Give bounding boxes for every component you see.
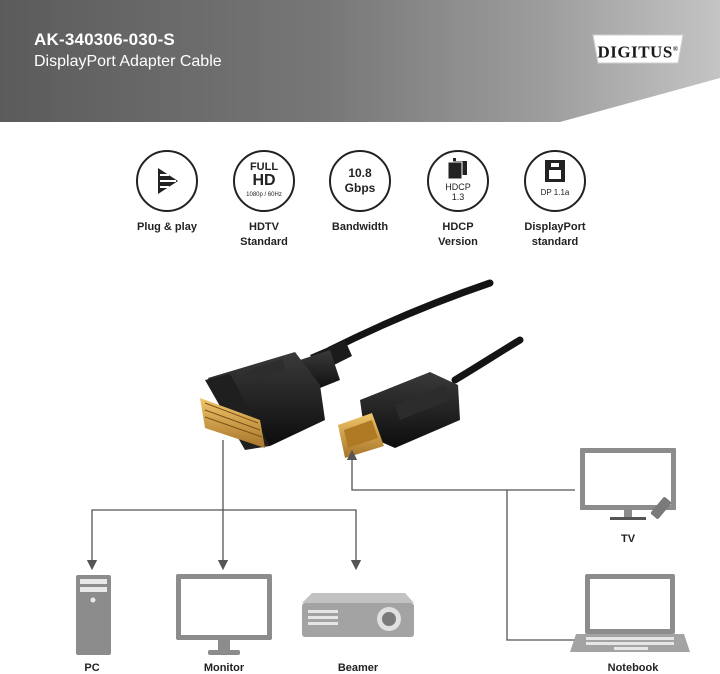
full-hd-text-resolution: 1080p / 60Hz — [246, 192, 282, 198]
beamer-icon — [302, 593, 414, 637]
logo-wordmark: DIGITUS — [597, 42, 673, 62]
hdcp-text: HDCP — [445, 182, 471, 192]
feature-label-line1: HDCP — [442, 221, 474, 233]
displayport-connector-glyph — [545, 160, 565, 182]
line-to-dp-connector — [346, 449, 507, 491]
bandwidth-icon: 10.8 Gbps — [329, 150, 391, 212]
tv-label: TV — [620, 533, 636, 545]
logo-badge-shape — [592, 34, 684, 64]
notebook-icon — [570, 574, 690, 652]
feature-label: Plug & play — [112, 220, 222, 235]
pc-tower-icon — [76, 575, 111, 655]
line-to-beamer — [223, 509, 362, 571]
feature-label-line1: Plug & play — [137, 221, 197, 233]
dvi-connector — [200, 340, 352, 450]
hdcp-version-text: 1.3 — [451, 192, 465, 202]
feature-label-line2: Version — [438, 236, 478, 248]
feature-plug-and-play: Plug & play — [112, 150, 222, 235]
pc-label: PC — [84, 662, 100, 674]
dvi-cable — [326, 279, 494, 354]
bandwidth-value: 10.8 — [348, 166, 372, 180]
feature-label-line1: Bandwidth — [331, 221, 389, 233]
feature-label: Bandwidth — [305, 220, 415, 235]
full-hd-text-full: FULL — [249, 161, 279, 173]
monitor-icon — [176, 574, 272, 655]
header-diagonal-cut — [560, 78, 720, 122]
play-icon-glyph — [158, 168, 178, 194]
notebook-label: Notebook — [607, 662, 659, 674]
feature-hdcp-version: HDCP 1.3 HDCP Version — [403, 150, 513, 250]
bandwidth-unit: Gbps — [344, 181, 376, 195]
feature-label-line1: DisplayPort — [524, 221, 586, 233]
dp-cable — [451, 336, 524, 384]
feature-label-line1: HDTV — [249, 221, 279, 233]
feature-label: HDCP Version — [403, 220, 513, 250]
displayport-icon: DP 1.1a — [524, 150, 586, 212]
feature-label-line2: standard — [531, 236, 579, 248]
digitus-logo: DIGITUS® — [591, 34, 685, 64]
feature-hdtv-standard: FULL HD 1080p / 60Hz HDTV Standard — [209, 150, 319, 250]
dp-version-text: DP 1.1a — [540, 188, 570, 197]
hdcp-icon: HDCP 1.3 — [427, 150, 489, 212]
tv-icon — [580, 448, 676, 520]
hdcp-document-glyph — [447, 156, 467, 180]
displayport-connector — [338, 372, 460, 458]
full-hd-icon: FULL HD 1080p / 60Hz — [233, 150, 295, 212]
product-title: DisplayPort Adapter Cable — [34, 53, 222, 70]
feature-label: HDTV Standard — [209, 220, 319, 250]
logo-text: DIGITUS® — [591, 34, 685, 64]
feature-label-line2: Standard — [240, 236, 288, 248]
logo-registered-mark: ® — [672, 45, 679, 53]
beamer-label: Beamer — [337, 662, 379, 674]
full-hd-text-hd: HD — [252, 172, 276, 189]
product-sku: AK-340306-030-S — [34, 30, 175, 49]
header-banner: AK-340306-030-S DisplayPort Adapter Cabl… — [0, 0, 720, 122]
monitor-label: Monitor — [203, 662, 245, 674]
feature-bandwidth: 10.8 Gbps Bandwidth — [305, 150, 415, 235]
line-from-devices — [506, 489, 575, 641]
feature-label: DisplayPort standard — [500, 220, 610, 250]
play-icon — [136, 150, 198, 212]
line-to-pc — [86, 509, 223, 571]
feature-displayport-standard: DP 1.1a DisplayPort standard — [500, 150, 610, 250]
